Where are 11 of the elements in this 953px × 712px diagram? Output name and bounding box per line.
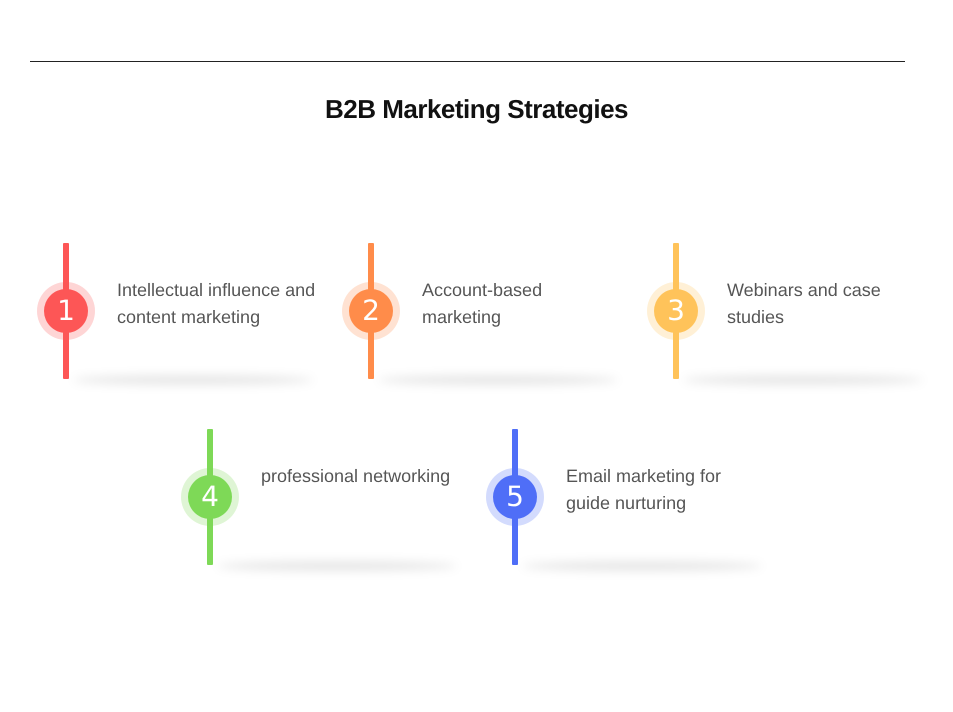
strategy-text: Webinars and case studies: [727, 279, 882, 329]
title: B2B Marketing Strategies: [324, 94, 629, 125]
number-badge: 1: [44, 289, 88, 333]
strategy-text: professional networking: [261, 465, 452, 488]
number-badge: 4: [188, 475, 232, 519]
number-badge: 5: [493, 475, 537, 519]
strategy-text: Account-based marketing: [422, 279, 544, 329]
number-badge: 2: [349, 289, 393, 333]
strategy-text: Email marketing for guide nurturing: [566, 465, 722, 515]
number-badge: 3: [654, 289, 698, 333]
strategy-text: Intellectual influence and content marketing: [117, 279, 316, 329]
